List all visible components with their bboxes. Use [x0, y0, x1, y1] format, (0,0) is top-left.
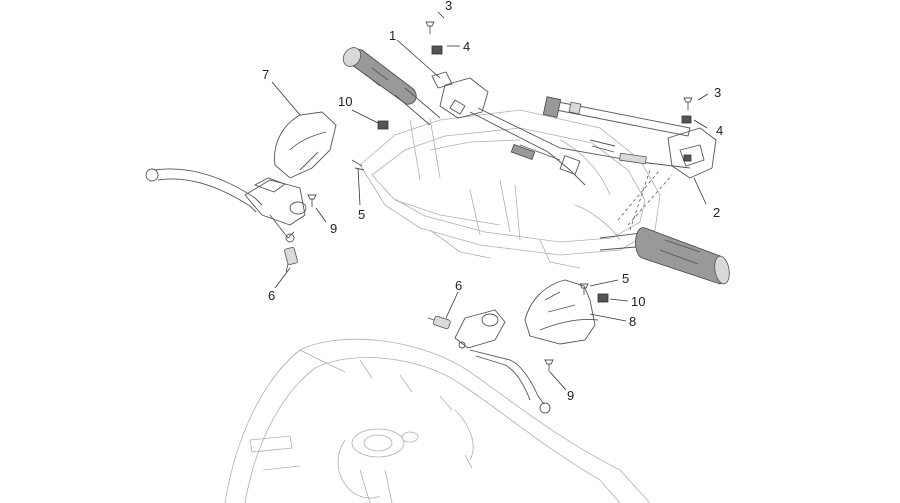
front-body-background: [224, 338, 651, 503]
screw-part-3-top: [425, 21, 435, 34]
screw-part-9-right: [544, 359, 554, 372]
callout-9-left: 9: [330, 221, 338, 236]
left-brake-lever: [145, 168, 307, 243]
callout-10-left: 10: [338, 94, 353, 109]
clip-part-10-left: [377, 120, 389, 130]
clip-part-10-right: [597, 293, 609, 303]
right-brake-lever: [454, 309, 551, 414]
leader-lines: [271, 11, 709, 391]
clip-part-4-right: [681, 115, 692, 124]
screw-part-9-left: [307, 194, 317, 207]
callout-4-top: 4: [463, 39, 471, 54]
callout-2: 2: [713, 205, 721, 220]
callout-4-right: 4: [716, 123, 724, 138]
callout-8: 8: [629, 314, 637, 329]
callout-6-right: 6: [455, 278, 463, 293]
clip-part-4-top: [431, 45, 443, 55]
callout-3-top: 3: [445, 0, 453, 13]
cover-part-7: [274, 111, 337, 179]
callout-10-right: 10: [631, 294, 646, 309]
left-grip: [342, 47, 441, 126]
callout-7: 7: [262, 67, 270, 82]
assembly-guide-lines: [617, 169, 673, 231]
handlebar-casting: [359, 109, 661, 269]
callout-9-right: 9: [567, 388, 575, 403]
screw-part-5-right: [579, 283, 589, 295]
switch-housing-part-2: [667, 127, 717, 179]
switch-housing-part-1: [431, 71, 489, 119]
callout-5-left: 5: [358, 207, 366, 222]
callout-5-right: 5: [622, 271, 630, 286]
cover-part-8: [524, 279, 599, 345]
wiring-harness: [469, 107, 691, 186]
screw-part-5-left: [351, 159, 365, 171]
connector-bar: [542, 96, 691, 137]
brake-switch-part-6-left: [284, 247, 298, 273]
callout-3-right: 3: [714, 85, 722, 100]
callout-1: 1: [389, 28, 397, 43]
brake-switch-part-6-right: [427, 315, 451, 330]
right-grip: [599, 227, 730, 285]
screw-part-3-right: [683, 97, 693, 110]
callout-6-left: 6: [268, 288, 276, 303]
